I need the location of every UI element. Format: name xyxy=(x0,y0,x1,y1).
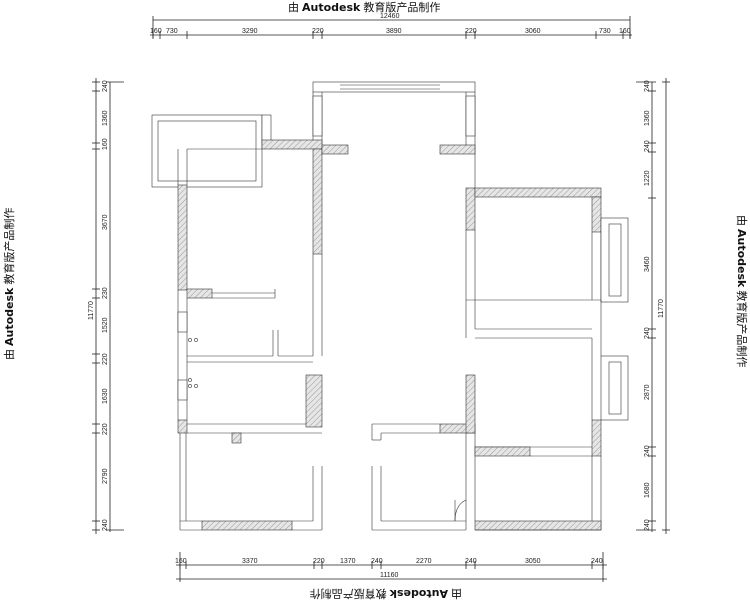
left-dim-10: 2790 xyxy=(102,468,109,484)
left-dim-9: 220 xyxy=(102,423,109,435)
top-dim-7: 3060 xyxy=(525,28,541,35)
top-dim-3: 3290 xyxy=(242,28,258,35)
right-dim-4: 1220 xyxy=(644,170,651,186)
bottom-dimension-chain: 160 3370 220 1370 240 2270 240 3050 240 … xyxy=(175,552,607,582)
top-dim-1: 160 xyxy=(150,28,162,35)
bottom-dim-5: 240 xyxy=(371,558,383,565)
right-dimension-chain: 240 1360 240 1220 3460 240 2870 240 1680… xyxy=(636,78,670,534)
top-dim-8: 730 xyxy=(599,28,611,35)
top-dim-2: 730 xyxy=(166,28,178,35)
right-dim-1: 240 xyxy=(644,80,651,92)
right-dim-6: 240 xyxy=(644,327,651,339)
right-dim-7: 2870 xyxy=(644,384,651,400)
bottom-dim-2: 3370 xyxy=(242,558,258,565)
bottom-dim-8: 3050 xyxy=(525,558,541,565)
left-dim-5: 230 xyxy=(102,287,109,299)
top-dimension-chain: 12460 160 730 3290 220 3890 220 3060 730… xyxy=(150,13,632,39)
right-dim-3: 240 xyxy=(644,140,651,152)
left-dimension-chain: 240 1360 160 3670 230 1520 220 1630 220 … xyxy=(88,78,124,534)
top-dim-6: 220 xyxy=(465,28,477,35)
bottom-dim-3: 220 xyxy=(313,558,325,565)
left-dim-3: 160 xyxy=(102,138,109,150)
bottom-dim-1: 160 xyxy=(175,558,187,565)
bottom-dim-7: 240 xyxy=(465,558,477,565)
left-dim-2: 1360 xyxy=(102,110,109,126)
top-dim-5: 3890 xyxy=(386,28,402,35)
right-dim-2: 1360 xyxy=(644,110,651,126)
right-dim-8: 240 xyxy=(644,445,651,457)
top-dim-9: 160 xyxy=(619,28,631,35)
bottom-dim-6: 2270 xyxy=(416,558,432,565)
right-total-dim: 11770 xyxy=(658,299,665,318)
right-dim-10: 240 xyxy=(644,519,651,531)
left-dim-6: 1520 xyxy=(102,317,109,333)
watermark-bottom: 由Autodesk教育版产品制作 xyxy=(310,587,462,600)
left-dim-4: 3670 xyxy=(102,214,109,230)
right-dim-5: 3460 xyxy=(644,256,651,272)
left-dim-11: 240 xyxy=(102,519,109,531)
watermark-left: 由Autodesk教育版产品制作 xyxy=(2,208,16,360)
top-total-dim: 12460 xyxy=(380,13,400,20)
left-dim-7: 220 xyxy=(102,353,109,365)
bottom-dim-9: 240 xyxy=(591,558,603,565)
bottom-dim-4: 1370 xyxy=(340,558,356,565)
bottom-total-dim: 11160 xyxy=(380,572,399,579)
watermark-right: 由Autodesk教育版产品制作 xyxy=(735,215,749,367)
left-dim-8: 1630 xyxy=(102,388,109,404)
left-dim-1: 240 xyxy=(102,80,109,92)
right-dim-9: 1680 xyxy=(644,482,651,498)
left-total-dim: 11770 xyxy=(88,301,95,320)
top-window xyxy=(312,81,476,93)
floor-plan-walls xyxy=(151,81,629,531)
top-dim-4: 220 xyxy=(312,28,324,35)
